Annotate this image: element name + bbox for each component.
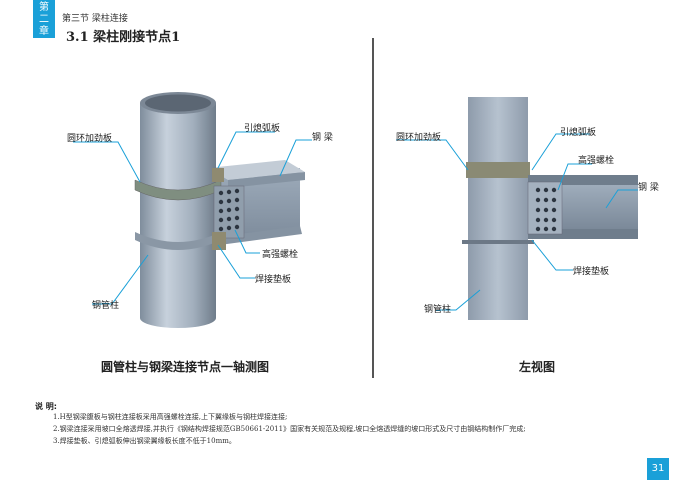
label-beam-left: 钢 梁 <box>312 133 333 143</box>
page-number: 31 <box>647 458 669 480</box>
label-beam-right: 钢 梁 <box>638 183 659 193</box>
note-3: 3.焊接垫板、引熄弧板伸出钢梁翼缘板长度不低于10mm。 <box>53 437 236 445</box>
arc-plate <box>212 168 224 182</box>
beam-top-flange-edge <box>228 172 305 188</box>
side-beam-bottom-flange <box>528 229 638 239</box>
side-column <box>468 97 528 320</box>
side-bolts <box>535 187 557 232</box>
caption-isometric: 圆管柱与钢梁连接节点一轴测图 <box>101 360 270 374</box>
beam-top-flange <box>208 160 305 180</box>
side-ring-lower <box>462 240 534 244</box>
label-ring-plate-left: 圆环加劲板 <box>67 134 113 144</box>
label-bolt-left: 高强螺栓 <box>262 250 299 260</box>
section-line: 第三节 梁柱连接 <box>62 14 128 24</box>
chapter-char-1: 第 <box>39 2 49 13</box>
bolts <box>218 188 240 232</box>
note-2: 2.钢梁连接采用坡口全熔透焊接,并执行《钢结构焊接规范GB50661-2011》… <box>53 425 526 433</box>
chapter-char-3: 章 <box>39 26 49 37</box>
label-ring-plate-right: 圆环加劲板 <box>396 133 442 143</box>
chapter-char-2: 二 <box>39 14 49 25</box>
vertical-divider <box>372 38 374 378</box>
label-backing-right: 焊接垫板 <box>573 267 610 277</box>
pipe-top-hole <box>145 94 211 112</box>
backing-plate <box>212 232 226 250</box>
label-arc-plate-right: 引熄弧板 <box>560 128 597 138</box>
ring-plate-lower <box>135 232 221 250</box>
label-bolt-right: 高强螺栓 <box>578 156 615 166</box>
label-column-right: 钢管柱 <box>424 305 452 315</box>
side-view <box>396 97 638 320</box>
notes-title: 说 明: <box>35 402 57 411</box>
beam-bottom-flange <box>210 226 302 246</box>
side-beam-top-flange <box>528 175 638 185</box>
label-column-left: 钢管柱 <box>92 301 120 311</box>
side-ring-plate <box>466 162 530 178</box>
chapter-tab: 第 二 章 <box>33 0 55 38</box>
label-backing-left: 焊接垫板 <box>255 275 292 285</box>
note-1: 1.H型钢梁腹板与钢柱连接板采用高强螺栓连接,上下翼缘板与钢柱焊接连接; <box>53 413 288 421</box>
page-title: 3.1 梁柱刚接节点1 <box>66 30 181 45</box>
caption-side-view: 左视图 <box>519 360 556 374</box>
pipe-column <box>140 103 216 328</box>
isometric-view <box>73 92 312 328</box>
label-arc-plate-left: 引熄弧板 <box>244 124 281 134</box>
